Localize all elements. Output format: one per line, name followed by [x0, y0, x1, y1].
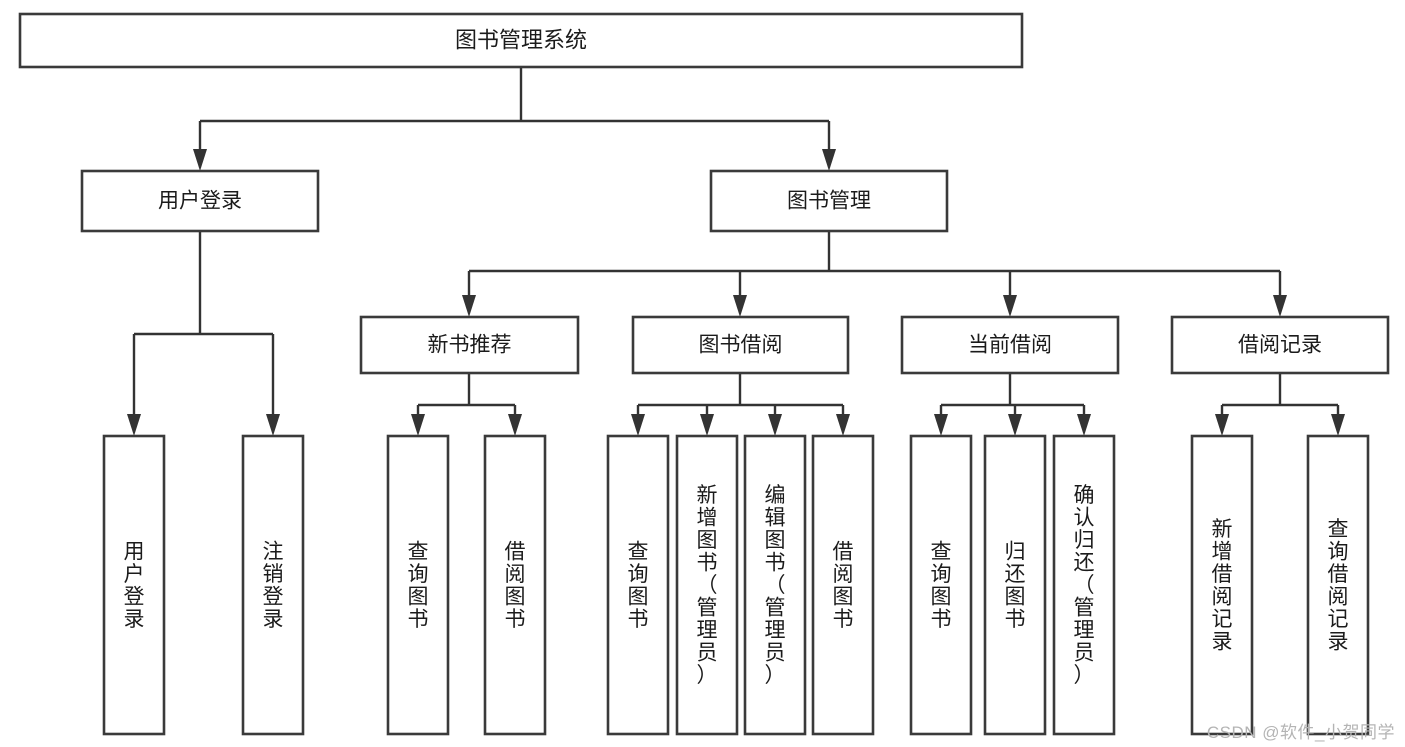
- node-box-leaf-query-record[interactable]: [1306, 434, 1370, 736]
- node-box-leaf-add-record[interactable]: [1190, 434, 1254, 736]
- node-box-book-management[interactable]: [709, 169, 949, 233]
- node-label-leaf-user-login: 用户登录: [124, 540, 145, 631]
- node-leaf-edit-book[interactable]: 编辑图书（管理员）: [743, 434, 807, 736]
- node-leaf-add-book[interactable]: 新增图书（管理员）: [675, 434, 739, 736]
- node-label-book-management: 图书管理: [787, 190, 871, 213]
- node-label-root: 图书管理系统: [455, 27, 587, 52]
- node-box-leaf-query-book-2[interactable]: [606, 434, 670, 736]
- node-leaf-query-record[interactable]: 查询借阅记录: [1306, 434, 1370, 736]
- connector-conn-borrow-record: [1215, 373, 1345, 436]
- node-box-leaf-borrow-book-2[interactable]: [811, 434, 875, 736]
- node-new-book-rec[interactable]: 新书推荐: [359, 315, 580, 375]
- node-box-leaf-return-book[interactable]: [983, 434, 1047, 736]
- node-label-leaf-add-book: 新增图书（管理员）: [697, 484, 718, 687]
- node-book-borrow[interactable]: 图书借阅: [631, 315, 850, 375]
- node-label-leaf-user-logout: 注销登录: [263, 540, 284, 631]
- node-leaf-query-book-3[interactable]: 查询图书: [909, 434, 973, 736]
- node-box-leaf-query-book-3[interactable]: [909, 434, 973, 736]
- node-root[interactable]: 图书管理系统: [18, 12, 1024, 69]
- node-label-leaf-query-book-2: 查询图书: [628, 540, 649, 631]
- node-label-book-borrow: 图书借阅: [699, 334, 783, 357]
- node-leaf-borrow-book-2[interactable]: 借阅图书: [811, 434, 875, 736]
- watermark-text: CSDN @软件_小贺同学: [1206, 723, 1395, 742]
- node-leaf-user-login[interactable]: 用户登录: [102, 434, 166, 736]
- node-box-user-login[interactable]: [80, 169, 320, 233]
- node-box-leaf-user-logout[interactable]: [241, 434, 305, 736]
- connector-conn-new-book-rec: [411, 373, 522, 436]
- node-label-leaf-add-record: 新增借阅记录: [1212, 518, 1233, 654]
- node-box-book-borrow[interactable]: [631, 315, 850, 375]
- node-box-root[interactable]: [18, 12, 1024, 69]
- node-box-leaf-add-book[interactable]: [675, 434, 739, 736]
- node-box-leaf-user-login[interactable]: [102, 434, 166, 736]
- node-label-user-login: 用户登录: [158, 190, 242, 213]
- node-leaf-query-book-2[interactable]: 查询图书: [606, 434, 670, 736]
- node-label-leaf-edit-book: 编辑图书（管理员）: [765, 484, 786, 687]
- node-label-leaf-query-book-3: 查询图书: [931, 540, 952, 631]
- node-box-current-borrow[interactable]: [900, 315, 1120, 375]
- node-box-borrow-record[interactable]: [1170, 315, 1390, 375]
- node-leaf-borrow-book-1[interactable]: 借阅图书: [483, 434, 547, 736]
- node-box-leaf-query-book-1[interactable]: [386, 434, 450, 736]
- node-label-leaf-confirm-return: 确认归还（管理员）: [1074, 484, 1095, 687]
- node-label-leaf-borrow-book-1: 借阅图书: [505, 540, 526, 631]
- node-label-leaf-return-book: 归还图书: [1005, 540, 1026, 631]
- node-leaf-confirm-return[interactable]: 确认归还（管理员）: [1052, 434, 1116, 736]
- connector-conn-book-borrow: [631, 373, 850, 436]
- node-borrow-record[interactable]: 借阅记录: [1170, 315, 1390, 375]
- connector-conn-book-mgmt: [462, 231, 1287, 317]
- node-label-leaf-query-book-1: 查询图书: [408, 540, 429, 631]
- node-leaf-query-book-1[interactable]: 查询图书: [386, 434, 450, 736]
- node-label-current-borrow: 当前借阅: [968, 334, 1052, 357]
- node-label-leaf-borrow-book-2: 借阅图书: [833, 540, 854, 631]
- node-box-leaf-edit-book[interactable]: [743, 434, 807, 736]
- node-leaf-add-record[interactable]: 新增借阅记录: [1190, 434, 1254, 736]
- node-user-login[interactable]: 用户登录: [80, 169, 320, 233]
- node-label-leaf-query-record: 查询借阅记录: [1328, 518, 1349, 654]
- node-current-borrow[interactable]: 当前借阅: [900, 315, 1120, 375]
- node-box-new-book-rec[interactable]: [359, 315, 580, 375]
- connector-layer: [127, 67, 1345, 436]
- node-label-new-book-rec: 新书推荐: [428, 334, 512, 357]
- connector-conn-current-borrow: [934, 373, 1091, 436]
- node-book-management[interactable]: 图书管理: [709, 169, 949, 233]
- node-leaf-return-book[interactable]: 归还图书: [983, 434, 1047, 736]
- node-layer: 图书管理系统用户登录图书管理新书推荐图书借阅当前借阅借阅记录用户登录注销登录查询…: [18, 12, 1390, 736]
- node-label-borrow-record: 借阅记录: [1238, 334, 1322, 357]
- connector-conn-root: [193, 67, 836, 171]
- node-box-leaf-confirm-return[interactable]: [1052, 434, 1116, 736]
- connector-conn-user-login: [127, 231, 280, 436]
- node-box-leaf-borrow-book-1[interactable]: [483, 434, 547, 736]
- node-leaf-user-logout[interactable]: 注销登录: [241, 434, 305, 736]
